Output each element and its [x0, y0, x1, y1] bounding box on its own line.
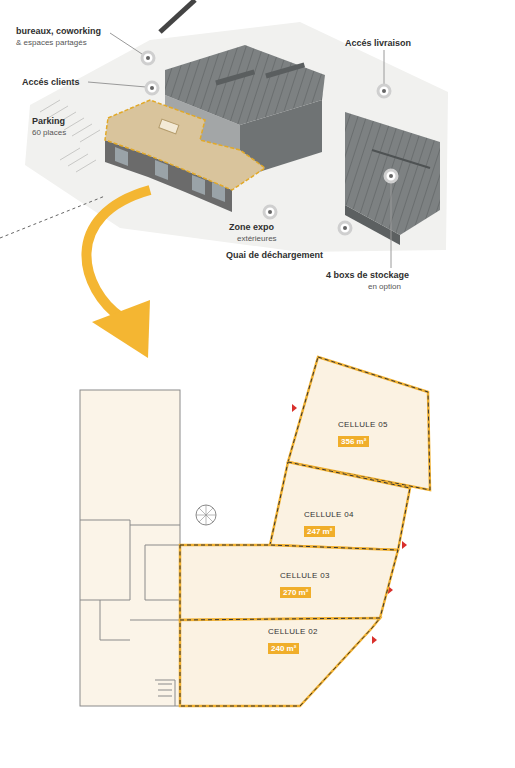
- cell-border: [180, 545, 398, 620]
- warehouse-roof: [165, 45, 325, 125]
- roof-hatch: [159, 119, 179, 134]
- cell-name: CELLULE 02: [268, 626, 318, 637]
- cell-name: CELLULE 05: [338, 419, 388, 430]
- area-badge: 356 m²: [338, 436, 369, 447]
- cell-name: CELLULE 04: [304, 509, 354, 520]
- neighbour-building: [80, 390, 180, 706]
- spiral-stair: [196, 505, 216, 525]
- cell-border: [270, 462, 410, 550]
- cell-text: CELLULE 02 240 m²: [268, 626, 318, 655]
- cell-name: CELLULE 03: [280, 570, 330, 581]
- floor-cell: CELLULE 02 240 m²: [180, 618, 380, 706]
- door-marker: [402, 541, 407, 549]
- highlighted-unit: [105, 100, 265, 190]
- cell-outline: [270, 462, 410, 550]
- callout-label: & espaces partagés: [16, 37, 87, 48]
- storage-building: [345, 112, 440, 235]
- area-badge: 270 m²: [280, 587, 311, 598]
- roof-vent: [372, 150, 430, 168]
- area-badge: 247 m²: [304, 526, 335, 537]
- arrow-head: [92, 300, 150, 358]
- callout-label: 4 boxs de stockage: [326, 270, 409, 281]
- door-marker: [372, 636, 377, 644]
- area-badge: 240 m²: [268, 643, 299, 654]
- callout-label: bureaux, coworking: [16, 26, 101, 37]
- callout-label: extérieures: [237, 233, 277, 244]
- callout-label: Accés livraison: [345, 38, 411, 49]
- callout-label: Quai de déchargement: [226, 250, 323, 261]
- door-marker: [292, 404, 297, 412]
- callout-label: Accés clients: [22, 77, 80, 88]
- callout-marker: [142, 52, 397, 234]
- ground: [25, 22, 448, 252]
- floor-cell: CELLULE 03 270 m²: [180, 545, 398, 620]
- cell-fill: [180, 618, 380, 706]
- cell-outline: [180, 545, 398, 620]
- callout-label: Zone expo: [229, 222, 274, 233]
- road-line: [160, 0, 195, 32]
- cell-fill: [180, 545, 398, 620]
- floor-cell: CELLULE 04 247 m²: [270, 462, 410, 550]
- cell-fill: [270, 462, 410, 550]
- cell-text: CELLULE 03 270 m²: [280, 570, 330, 599]
- callout-label: 60 places: [32, 127, 66, 138]
- leader-line: [88, 33, 391, 268]
- skylight: [215, 70, 255, 86]
- cell-border: [180, 618, 380, 706]
- skylight: [265, 63, 305, 79]
- stair-steps: [196, 505, 216, 525]
- cell-text: CELLULE 05 356 m²: [338, 419, 388, 448]
- curved-arrow: [86, 190, 150, 318]
- callout-label: Parking: [32, 116, 65, 127]
- callout-label: en option: [368, 281, 401, 292]
- cell-text: CELLULE 04 247 m²: [304, 509, 354, 538]
